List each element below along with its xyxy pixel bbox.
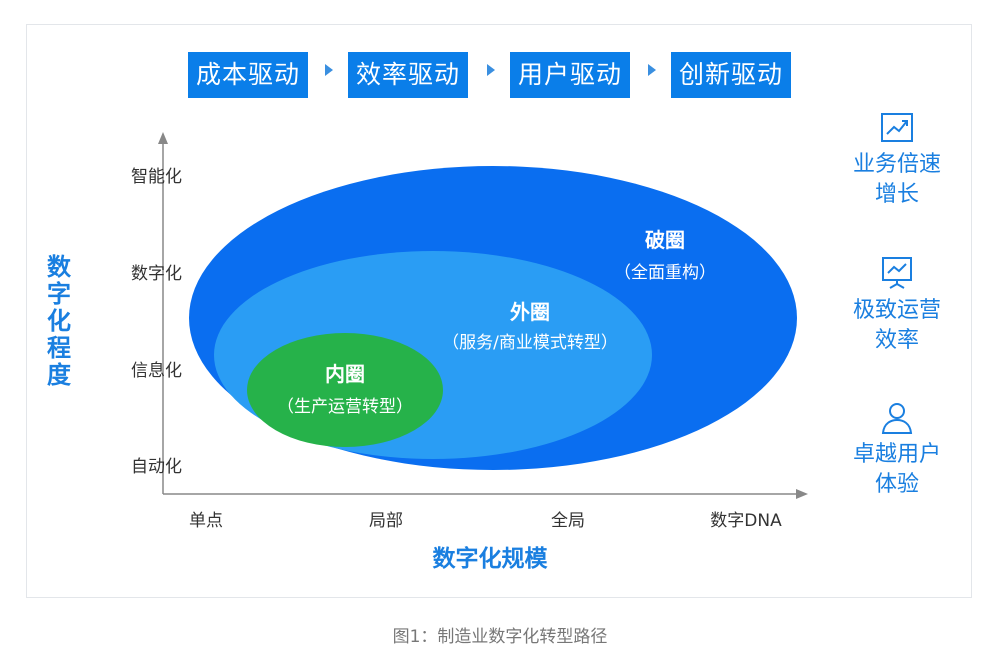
y-axis-arrow-icon bbox=[158, 132, 168, 144]
middle-circle-title: 外圈 bbox=[510, 300, 550, 324]
stage-arrow-1 bbox=[325, 64, 333, 76]
middle-circle-subtitle: （服务/商业模式转型） bbox=[442, 333, 618, 353]
benefit-operational-efficiency: 极致运营 效率 bbox=[842, 256, 952, 356]
y-tick-informatization: 信息化 bbox=[131, 361, 182, 381]
benefit-line: 增长 bbox=[874, 182, 919, 207]
figure-caption: 图1：制造业数字化转型路径 bbox=[392, 627, 608, 647]
stage-user-driven: 用户驱动 bbox=[510, 52, 630, 98]
benefit-line: 卓越用户 bbox=[852, 442, 941, 467]
stage-arrow-3 bbox=[648, 64, 656, 76]
benefit-line: 业务倍速 bbox=[852, 152, 941, 177]
presentation-icon bbox=[882, 257, 912, 289]
trend-chart-icon bbox=[881, 113, 913, 142]
x-tick-single-point: 单点 bbox=[189, 511, 223, 531]
outer-circle-subtitle: （全面重构） bbox=[614, 263, 716, 283]
y-axis-title: 数字化程度 bbox=[47, 253, 71, 389]
user-icon bbox=[881, 403, 913, 434]
inner-circle-core bbox=[247, 333, 443, 447]
inner-circle-title: 内圈 bbox=[325, 362, 365, 386]
x-tick-digital-dna: 数字DNA bbox=[710, 511, 782, 531]
stage-arrow-2 bbox=[487, 64, 495, 76]
x-axis-title: 数字化规模 bbox=[432, 546, 548, 572]
inner-circle-subtitle: （生产运营转型） bbox=[277, 397, 413, 417]
benefit-line: 极致运营 bbox=[852, 298, 941, 323]
y-tick-intelligence: 智能化 bbox=[131, 167, 182, 187]
benefit-line: 体验 bbox=[874, 472, 919, 497]
benefit-business-growth: 业务倍速 增长 bbox=[842, 112, 952, 210]
stage-cost-driven: 成本驱动 bbox=[188, 52, 308, 98]
outer-circle-title: 破圈 bbox=[645, 228, 685, 252]
stage-innovation-driven: 创新驱动 bbox=[671, 52, 791, 98]
y-tick-digitalization: 数字化 bbox=[131, 264, 182, 284]
y-tick-automation: 自动化 bbox=[131, 457, 182, 477]
x-tick-global: 全局 bbox=[551, 511, 585, 531]
benefit-user-experience: 卓越用户 体验 bbox=[842, 402, 952, 500]
x-axis-arrow-icon bbox=[796, 489, 808, 499]
x-tick-local: 局部 bbox=[369, 511, 403, 531]
stage-efficiency-driven: 效率驱动 bbox=[348, 52, 468, 98]
benefit-line: 效率 bbox=[874, 328, 919, 353]
